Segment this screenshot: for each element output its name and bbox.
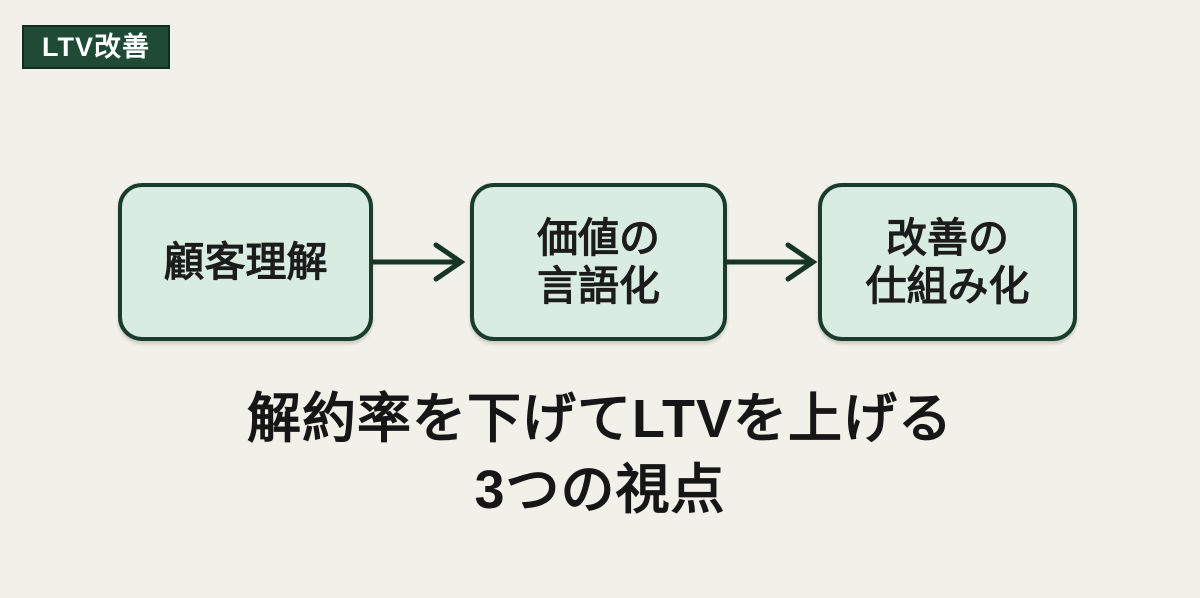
arrow-right-icon	[372, 242, 466, 282]
flow-step-verbalizing-value: 価値の 言語化	[470, 183, 727, 341]
step-label-line: 仕組み化	[865, 263, 1030, 309]
badge-label: LTV改善	[42, 31, 150, 62]
ltv-improvement-badge: LTV改善	[22, 25, 170, 69]
title-line-1: 解約率を下げてLTVを上げる	[247, 389, 953, 449]
flow-step-customer-understanding: 顧客理解	[118, 183, 373, 341]
step-label-line: 価値の	[537, 214, 660, 261]
arrow-right-icon	[724, 242, 818, 282]
title-line-2: 3つの視点	[474, 460, 726, 521]
step-label-line: 改善の	[886, 214, 1009, 261]
step-label-line: 言語化	[537, 263, 660, 309]
step-label: 顧客理解	[163, 238, 328, 285]
flow-step-systematizing-improvement: 改善の 仕組み化	[818, 183, 1077, 341]
main-title: 解約率を下げてLTVを上げる 3つの視点	[0, 384, 1200, 527]
